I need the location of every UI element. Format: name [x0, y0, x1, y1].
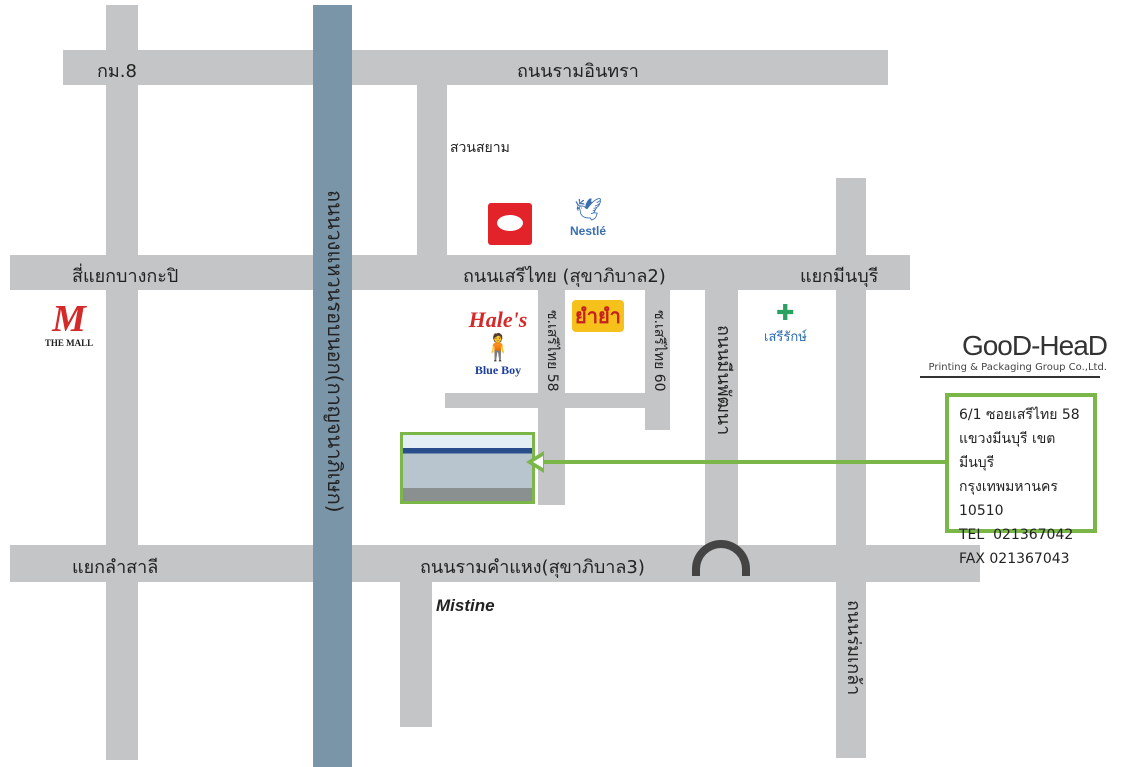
road-ramkhamhaeng: [10, 545, 980, 582]
label-serithai: ถนนเสรีไทย (สุขาภิบาล2): [463, 266, 666, 287]
label-kanchanaphisek: ถนนวงแหวนรอบนอก(กาญจนาภิเษก): [323, 190, 347, 513]
fax: FAX 021367043: [959, 551, 1070, 567]
the-mall-logo: M THE MALL: [38, 300, 100, 348]
cp-logo: [488, 203, 532, 245]
label-lamsali: แยกลำสาลี: [72, 557, 159, 578]
road-mistine: [400, 582, 432, 727]
address-box: 6/1 ซอยเสรีไทย 58 แขวงมีนบุรี เขตมีนบุรี…: [945, 393, 1097, 567]
the-mall-text: THE MALL: [44, 338, 94, 348]
mistine-logo: Mistine: [436, 596, 495, 615]
address-line: กรุงเทพมหานคร 10510: [959, 479, 1058, 519]
label-soi58: ซ.เสรีไทย 58: [544, 310, 560, 392]
road-romklao: [836, 178, 866, 758]
road-suansiam: [417, 85, 447, 255]
road-serithai: [10, 255, 910, 290]
building-photo: [400, 432, 535, 504]
address-line: 6/1 ซอยเสรีไทย 58: [959, 407, 1080, 423]
label-ramkhamhaeng: ถนนรามคำแหง(สุขาภิบาล3): [420, 557, 645, 578]
arrow-head-inner: [533, 456, 543, 468]
label-soi60: ซ.เสรีไทย 60: [651, 310, 667, 392]
phone: TEL 021367042: [959, 527, 1074, 543]
arrow-line: [540, 460, 945, 464]
road-kanchanaphisek: [313, 5, 352, 767]
hales-blueboy-logo: Hale's 🧍 Blue Boy: [468, 307, 528, 377]
road-connector: [445, 393, 670, 408]
label-suansiam: สวนสยาม: [450, 140, 510, 156]
nestle-logo: 🕊 Nestlé: [570, 198, 607, 238]
label-ramintra: ถนนรามอินทรา: [517, 61, 639, 82]
serirak-logo: ✚ เสรีรักษ์: [764, 301, 807, 346]
company-logo: GooD-HeaD Printing & Packaging Group Co.…: [920, 330, 1115, 378]
label-bangkapi: สี่แยกบางกะปิ: [72, 266, 179, 287]
road-ramintra: [63, 50, 888, 85]
road-km8: [106, 5, 138, 760]
address-line: แขวงมีนบุรี เขตมีนบุรี: [959, 431, 1056, 471]
label-romklao: ถนนร่มเกล้า: [843, 600, 864, 696]
label-minburi-junction: แยกมีนบุรี: [800, 266, 879, 287]
yumyum-logo: ยำยำ: [572, 300, 624, 332]
overpass-icon: [692, 540, 750, 576]
road-minpattana: [705, 290, 738, 545]
company-tagline: Printing & Packaging Group Co.,Ltd.: [928, 362, 1108, 373]
label-km8: กม.8: [97, 61, 137, 82]
label-minpattana: ถนนมีนพัฒนา: [713, 325, 734, 436]
